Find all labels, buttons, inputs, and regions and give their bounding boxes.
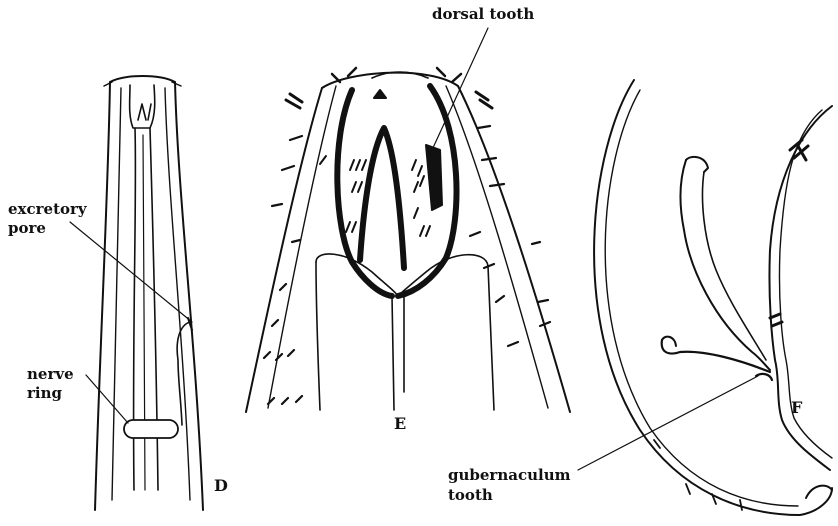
panel-d-body-wall-right	[175, 82, 203, 510]
panel-e-spines-right	[470, 126, 550, 346]
panel-e-amphid-left	[286, 94, 302, 108]
panel-e-lumen	[392, 296, 404, 410]
gubernaculum-tooth-label-line2: tooth	[448, 487, 493, 504]
panel-e-esophagus-outer	[316, 254, 494, 410]
panel-f-spicule-head	[686, 157, 708, 172]
panel-e-esophagus-left-edge	[316, 262, 320, 410]
panel-f-cloaca	[756, 374, 772, 380]
panel-d-head	[110, 76, 175, 82]
nerve-ring-label-line2: ring	[27, 385, 62, 402]
panel-e-letter: E	[394, 414, 406, 433]
panel-e-leaders	[432, 28, 488, 150]
panel-e-cuticle-right	[446, 86, 548, 408]
panel-e-oral-tooth	[374, 90, 386, 98]
panel-f-gubernaculum	[662, 340, 770, 372]
panel-e-cuticle-left	[268, 86, 336, 408]
panel-f-drawing	[594, 80, 832, 515]
panel-d-papilla-right	[172, 82, 181, 86]
panel-f-ventral-wall-inner	[779, 110, 832, 458]
panel-e-inner-cone	[360, 128, 404, 268]
gubernaculum-tooth-label-line1: gubernaculum	[448, 467, 570, 484]
panel-e-body-wall-left	[246, 88, 322, 412]
dorsal-tooth-leader	[432, 28, 488, 150]
panel-e-spines-left	[264, 136, 302, 404]
panel-f-spicule-inner	[703, 172, 767, 360]
panel-e-amphid-right	[476, 92, 492, 108]
panel-d-nerve-ring	[124, 420, 178, 438]
panel-e-papilla-r1	[437, 68, 461, 82]
nerve-ring-label-line1: nerve	[27, 366, 74, 383]
panel-f-letter: F	[791, 398, 802, 417]
panel-d-body-wall-left	[95, 82, 110, 510]
excretory-pore-label-line1: excretory	[8, 201, 87, 218]
panel-d-cuticle-left	[112, 88, 121, 500]
dorsal-tooth-label: dorsal tooth	[432, 6, 534, 23]
panel-e-denticles-right	[412, 160, 430, 236]
panel-d-drawing	[95, 76, 203, 510]
panel-e-body-wall-right	[458, 86, 570, 412]
panel-e-head	[322, 73, 458, 88]
panel-e-drawing	[246, 68, 570, 412]
nerve-ring-leader	[86, 375, 128, 423]
gubernaculum-tooth-leader	[578, 376, 758, 470]
panel-d-letter: D	[214, 476, 228, 495]
panel-d-leaders	[70, 222, 192, 423]
panel-e-dorsal-tooth	[426, 145, 442, 210]
excretory-pore-label-line2: pore	[8, 220, 46, 237]
panel-f-spicule-outer	[680, 160, 770, 370]
panel-f-leaders	[578, 376, 758, 470]
panel-f-gubernaculum-tip	[662, 337, 676, 346]
panel-d-stoma	[138, 104, 151, 120]
panel-f-tail-tip	[806, 486, 832, 498]
